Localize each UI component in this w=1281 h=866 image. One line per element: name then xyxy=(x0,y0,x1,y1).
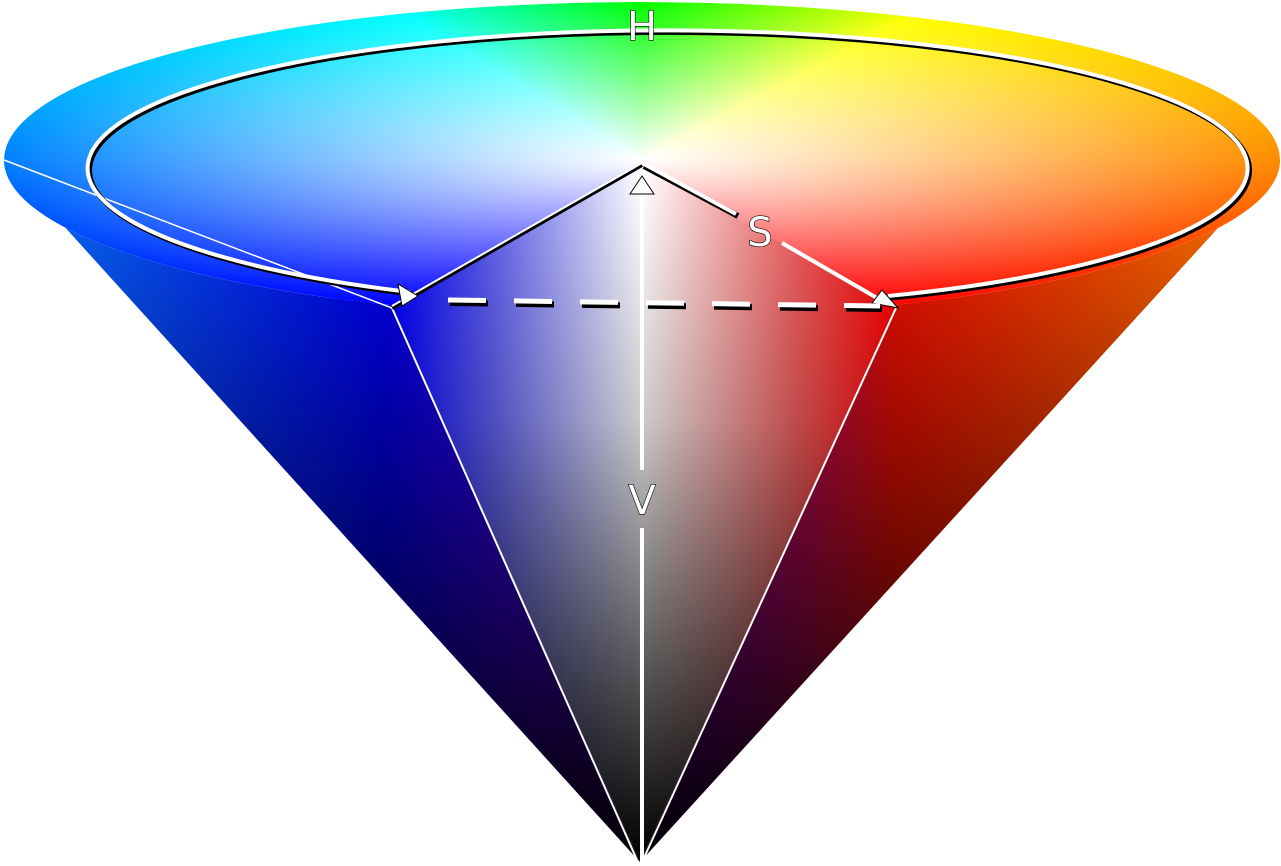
dashed-radius-line-white xyxy=(447,297,881,309)
cutaway-edges xyxy=(3,159,897,861)
hue-label: H xyxy=(627,4,657,50)
cutaway-right-shading xyxy=(640,165,896,862)
saturation-line-a-white xyxy=(643,162,737,216)
hue-saturation-disc xyxy=(4,2,1280,318)
value-arrowhead-icon xyxy=(629,175,655,195)
dashed-radius-line xyxy=(449,300,883,312)
hue-arrowhead-icon xyxy=(397,283,419,307)
hue-ring-arrow xyxy=(85,28,1250,298)
cutaway-left-shading xyxy=(392,165,642,862)
saturation-line-b xyxy=(780,241,886,304)
value-label: V xyxy=(628,478,656,524)
saturation-label: S xyxy=(747,210,772,256)
